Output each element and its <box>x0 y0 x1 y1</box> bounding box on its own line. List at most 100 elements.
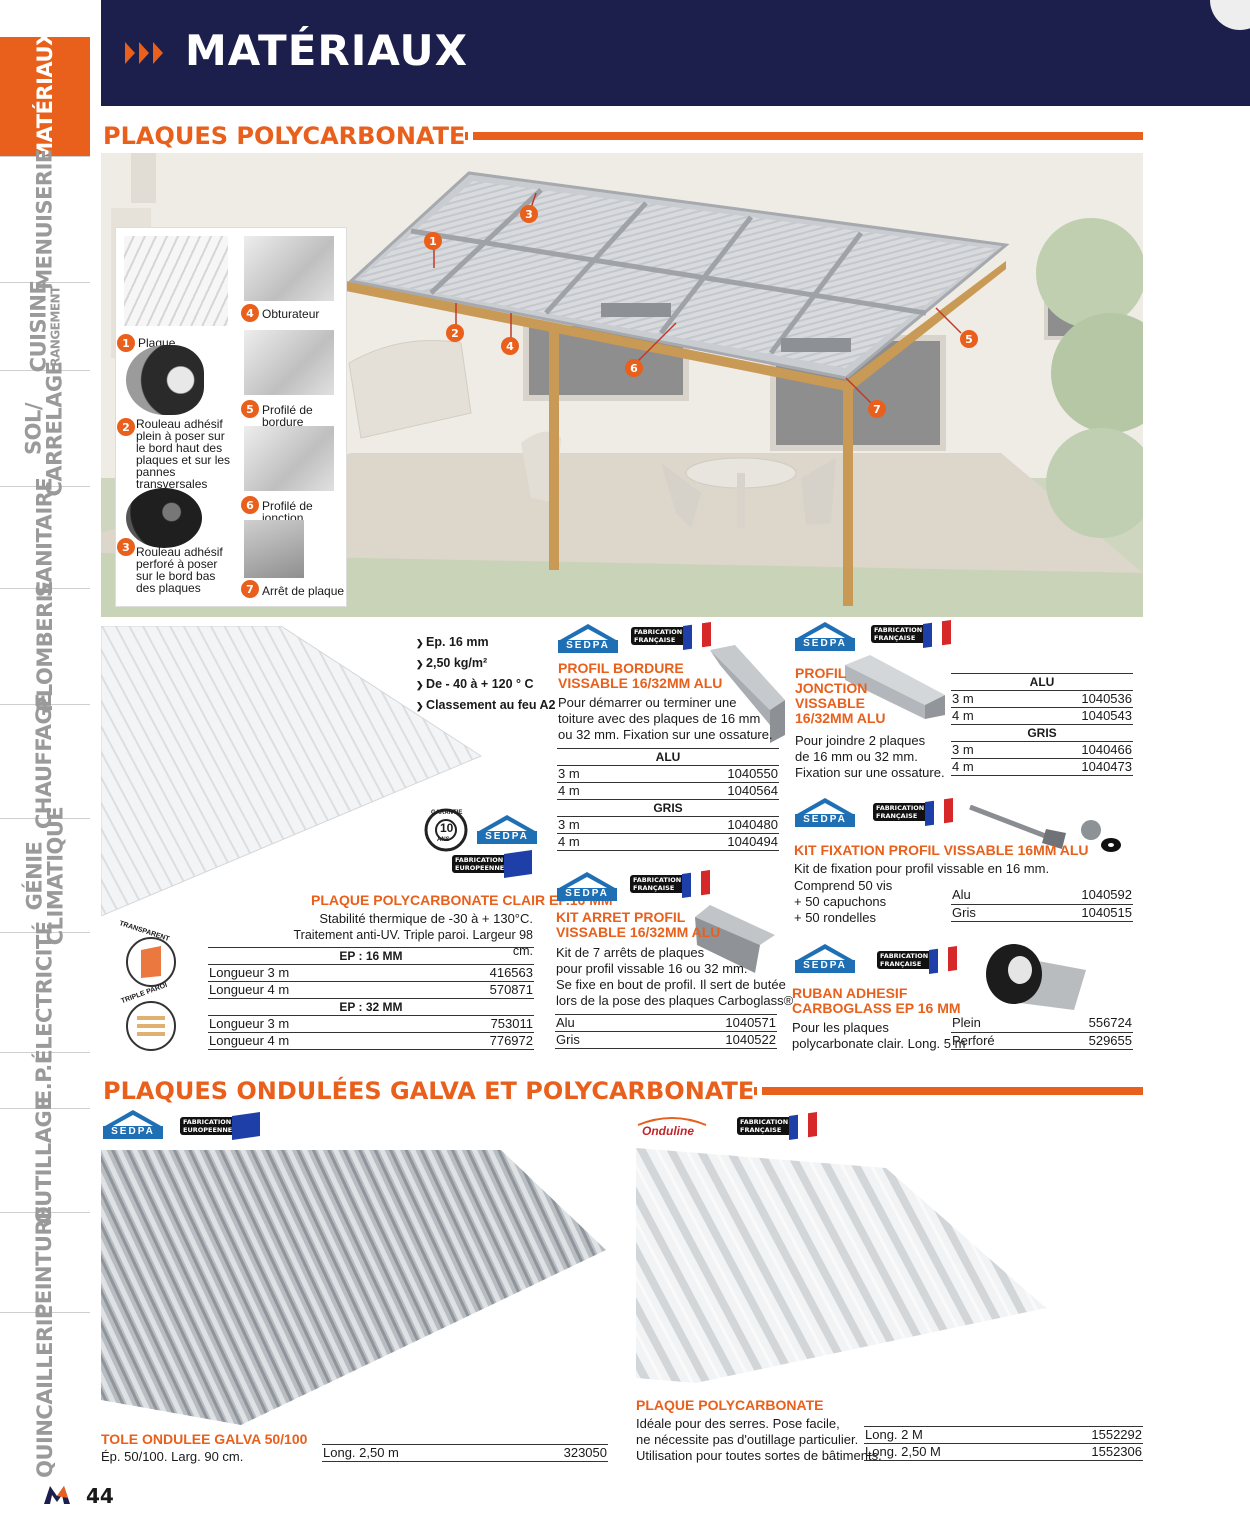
product-desc: Kit de fixation pour profil vissable en … <box>794 861 1050 876</box>
sedpa-text: SEDPA <box>803 960 847 971</box>
legend-number: 1 <box>117 334 135 352</box>
eu-flag-icon <box>504 850 532 878</box>
legend-label: Profilé de bordure <box>262 403 313 429</box>
french-flag-icon <box>925 798 953 826</box>
sidebar-tab-menuiserie[interactable]: MENUISERIE <box>0 149 90 290</box>
marker-6: 6 <box>625 359 643 377</box>
row-ref: 1040564 <box>625 782 779 800</box>
desc-line: Idéale pour des serres. Pose facile, <box>636 1416 840 1431</box>
sidebar-tab-chauffage[interactable]: CHAUFFAGE <box>0 694 90 829</box>
sidebar-tab-sublabel: RANGEMENT <box>48 286 63 367</box>
product-title: PLAQUE POLYCARBONATE CLAIR EP.16 MM <box>311 892 613 908</box>
desc-line: lors de la pose des plaques Carboglass®. <box>556 993 797 1008</box>
row-label: 4 m <box>951 707 1008 725</box>
desc-line: Pour les plaques <box>792 1020 889 1035</box>
row-label: 3 m <box>951 741 1008 759</box>
row-ref: 1040550 <box>625 765 779 783</box>
desc-line: + 50 rondelles <box>794 910 877 925</box>
desc-line: Utilisation pour toutes sortes de bâtime… <box>636 1448 882 1463</box>
onduline-text: Onduline <box>642 1124 694 1138</box>
spec-item: Classement au feu A2 <box>416 695 555 716</box>
warranty-years: 10 <box>440 821 454 835</box>
sidebar-tab-label: ÉLECTRICITÉ <box>32 921 57 1064</box>
profil-bordure-image <box>710 645 785 743</box>
product-title-line: PROFIL <box>795 665 847 681</box>
desc-line: Se fixe en bout de profil. Il sert de bu… <box>556 977 786 992</box>
table-group-row: ALU <box>557 748 779 766</box>
fab-label-line: FRANÇAISE <box>634 636 676 644</box>
sidebar-tab-sol-carrelage[interactable]: SOL/CARRELAGE <box>0 361 90 496</box>
sidebar-tab-sanitaire[interactable]: SANITAIRE <box>0 478 90 597</box>
legend-number: 2 <box>117 418 135 436</box>
sidebar-tab-label: SANITAIRE <box>32 477 57 598</box>
french-flag-icon <box>929 946 957 974</box>
row-ref: 1040522 <box>628 1031 777 1049</box>
row-ref: 529655 <box>1041 1032 1133 1050</box>
group-label: GRIS <box>951 724 1133 742</box>
row-ref: 1040466 <box>1007 741 1133 759</box>
polycarbonate-sheet-image <box>101 626 483 916</box>
polycarbonate-corrugated-image <box>636 1148 1046 1383</box>
row-ref: 1552306 <box>1030 1443 1143 1461</box>
legend-label: Obturateur <box>262 307 320 321</box>
profile-jonction-thumbnail <box>244 426 334 491</box>
fab-label-line: FRANÇAISE <box>740 1126 782 1134</box>
fab-label-line: FRANÇAISE <box>633 884 675 892</box>
desc-line: pour profil vissable 16 ou 32 mm. <box>556 961 748 976</box>
page-title: MATÉRIAUX <box>185 26 469 75</box>
product-title-line: CARBOGLASS EP 16 MM <box>792 1000 961 1016</box>
row-label: 3 m <box>557 765 626 783</box>
sidebar-tab-plomberie[interactable]: PLOMBERIE <box>0 581 90 712</box>
sidebar-tab-label: PEINTURE <box>32 1205 57 1320</box>
sidebar-tab-quincaillerie[interactable]: QUINCAILLERIE <box>0 1305 90 1478</box>
fab-label-line: FRANÇAISE <box>876 812 918 820</box>
product-title-line: VISSABLE <box>795 695 866 711</box>
row-ref: 416563 <box>418 964 534 982</box>
row-label: Gris <box>555 1031 629 1049</box>
transparent-icon <box>126 937 176 987</box>
warranty-badge <box>424 808 468 852</box>
fab-label-line: FABRICATION <box>455 856 504 864</box>
marker-4: 4 <box>501 337 519 355</box>
desc-line: de 16 mm ou 32 mm. <box>795 749 918 764</box>
section-heading: PLAQUES POLYCARBONATE <box>103 122 466 150</box>
row-ref: 1552292 <box>1030 1426 1143 1444</box>
sidebar-tab-epi[interactable]: E.P.I <box>0 1053 90 1109</box>
product-desc: Ép. 50/100. Larg. 90 cm. <box>101 1449 244 1464</box>
row-ref: 1040480 <box>625 816 779 834</box>
sidebar-tab-electricite[interactable]: ÉLECTRICITÉ <box>0 921 90 1064</box>
profil-jonction-image <box>845 655 945 719</box>
sedpa-text: SEDPA <box>111 1126 155 1137</box>
desc-line: ne nécessite pas d'outillage particulier… <box>636 1432 859 1447</box>
sidebar-tab-label-sub: CARRELAGE <box>43 360 68 497</box>
row-label: Long. 2,50 M <box>864 1443 1031 1461</box>
sidebar-tab-materiaux[interactable]: MATÉRIAUX <box>0 30 90 163</box>
legend-number: 6 <box>241 496 259 514</box>
row-label: Perforé <box>951 1032 1042 1050</box>
product-desc: Idéale pour des serres. Pose facile,ne n… <box>636 1416 882 1464</box>
product-title-line: 16/32MM ALU <box>795 710 886 726</box>
sidebar-tab-outillage[interactable]: OUTILLAGE <box>0 1097 90 1224</box>
product-title-line: KIT ARRET PROFIL <box>556 909 686 925</box>
sidebar-tab-peinture[interactable]: PEINTURE <box>0 1206 90 1319</box>
